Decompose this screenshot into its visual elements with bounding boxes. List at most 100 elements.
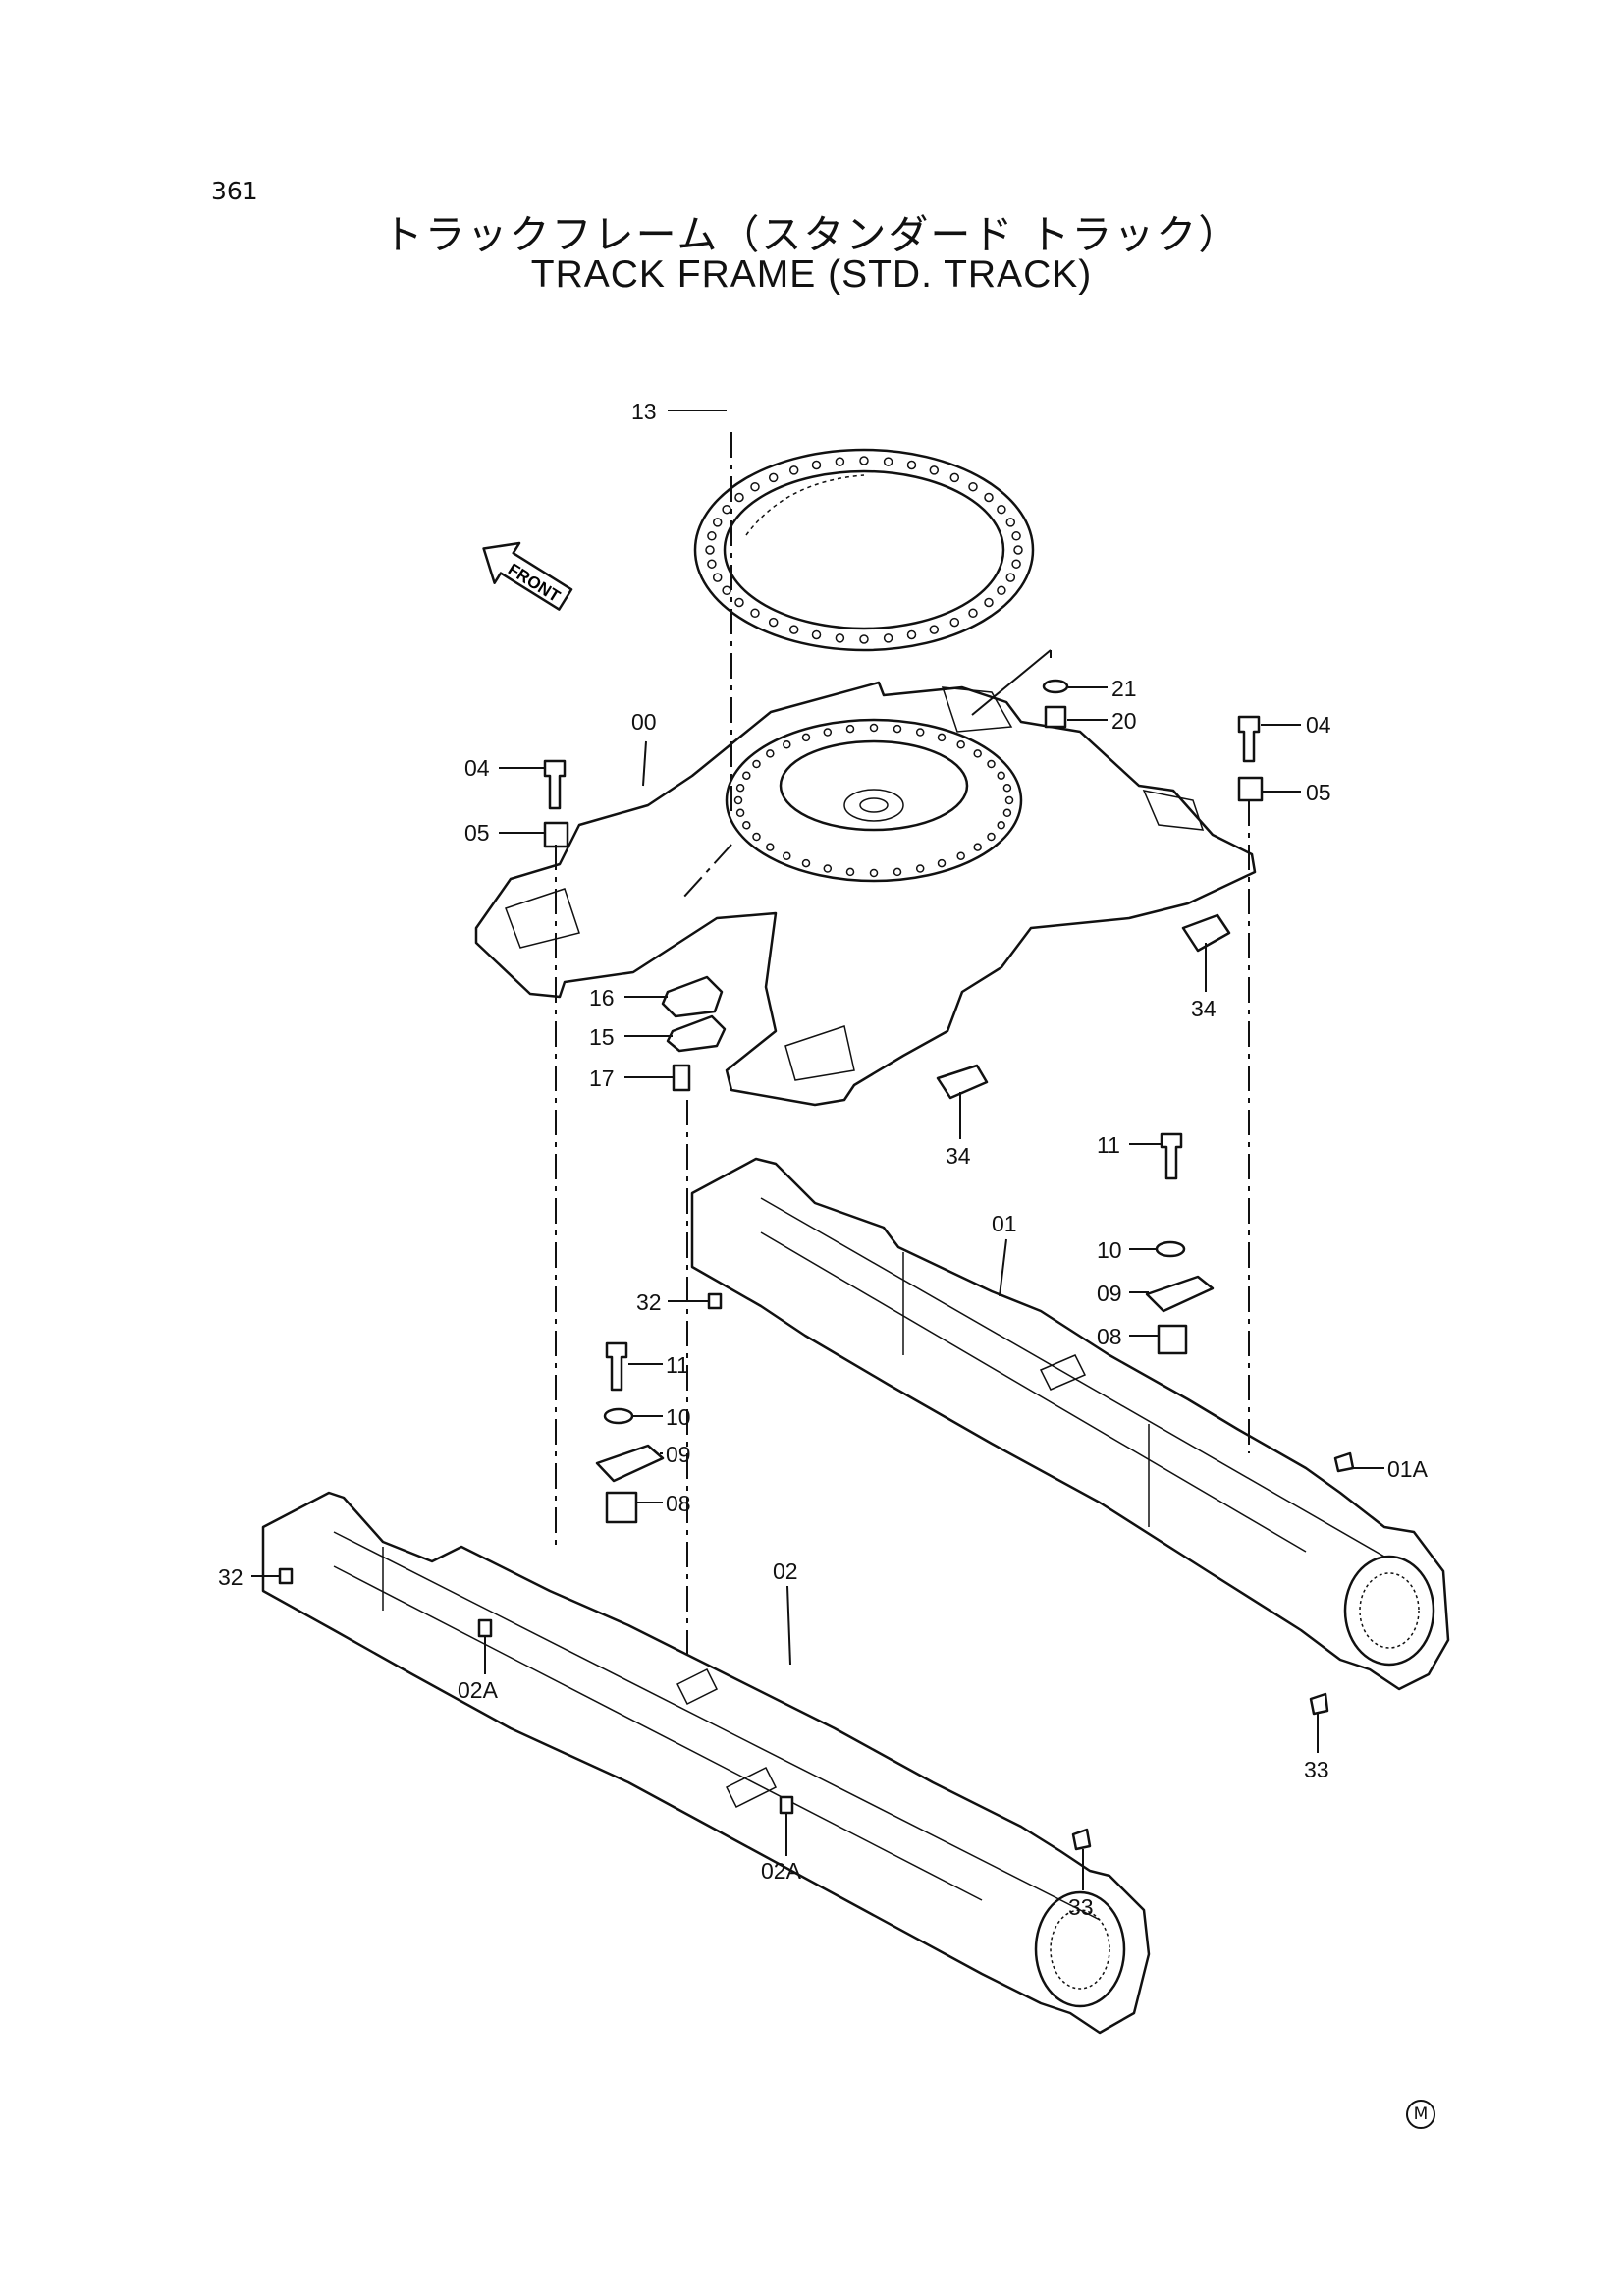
washer-21 — [1042, 679, 1069, 694]
label-09-right: 09 — [1097, 1281, 1122, 1306]
bolt-hole — [1002, 783, 1012, 793]
label-15: 15 — [589, 1024, 615, 1050]
bolt-hole — [883, 633, 893, 643]
leader-lines — [251, 410, 1384, 1890]
bolt-hole — [845, 724, 855, 734]
bolt-hole — [707, 559, 717, 569]
bolt-hole — [968, 608, 978, 619]
bolt-hole — [937, 858, 947, 868]
bolt-hole — [845, 867, 855, 877]
bolt-hole — [893, 867, 902, 877]
bolt-hole — [973, 749, 982, 758]
bolt-hole — [788, 465, 799, 475]
bolt-hole — [722, 585, 731, 596]
bolt-hole — [835, 457, 845, 466]
label-20: 20 — [1111, 708, 1137, 734]
bolt-hole — [1004, 795, 1014, 805]
bolt-hole — [752, 832, 761, 842]
bolt-hole — [768, 472, 779, 483]
bolt-hole — [929, 465, 940, 475]
bolt-20 — [1044, 705, 1067, 729]
bolt-hole — [1013, 545, 1023, 555]
bolt-hole — [712, 573, 723, 582]
bolt-hole — [997, 585, 1006, 596]
label-00: 00 — [631, 709, 657, 735]
bolt-hole — [766, 749, 775, 758]
bolt-hole — [1011, 531, 1021, 541]
frame-bolt-holes — [733, 723, 1014, 878]
bolt-hole — [712, 518, 723, 527]
plug-01A — [1333, 1451, 1355, 1473]
label-10-left: 10 — [666, 1404, 691, 1430]
left-side-frame — [261, 1491, 1151, 2035]
label-21: 21 — [1111, 676, 1137, 701]
bolt-hole — [768, 617, 779, 628]
spacer-05-left — [543, 821, 569, 848]
bolt-hole — [742, 821, 751, 830]
bushing-08-left — [605, 1491, 638, 1524]
bolt-hole — [801, 858, 811, 868]
upper-track-frame — [474, 681, 1257, 1107]
cover-15 — [666, 1014, 727, 1053]
bolt-04-right — [1237, 715, 1261, 763]
bolt-hole — [722, 504, 731, 515]
bolt-hole — [915, 864, 925, 873]
bolt-hole — [734, 492, 744, 503]
label-32-upper: 32 — [636, 1289, 662, 1315]
plug-32-upper — [707, 1292, 723, 1310]
bolt-hole — [734, 597, 744, 608]
bolt-hole — [937, 733, 947, 742]
bolt-hole — [949, 472, 960, 483]
bolt-hole — [1005, 573, 1016, 582]
pad-34-left — [936, 1064, 989, 1100]
label-02A-upper: 02A — [458, 1677, 499, 1703]
bolt-hole — [956, 740, 965, 749]
bolt-hole — [733, 795, 743, 805]
bolt-hole — [801, 733, 811, 742]
bolt-17 — [672, 1064, 691, 1092]
label-34-left: 34 — [946, 1143, 971, 1169]
bolt-hole — [968, 481, 978, 492]
bolt-hole — [949, 617, 960, 628]
bolt-hole — [987, 832, 996, 842]
title-japanese: トラックフレーム（スタンダード トラック） — [382, 211, 1241, 258]
label-17: 17 — [589, 1066, 615, 1091]
label-11-left: 11 — [666, 1352, 689, 1378]
bolt-hole — [788, 625, 799, 634]
bolt-hole — [997, 821, 1005, 830]
label-01: 01 — [992, 1211, 1017, 1236]
bolt-hole — [823, 864, 833, 873]
label-02: 02 — [773, 1558, 798, 1584]
label-09-left: 09 — [666, 1442, 691, 1467]
label-04-left: 04 — [464, 755, 490, 781]
label-13: 13 — [631, 399, 657, 424]
bolt-hole — [883, 457, 893, 466]
bolt-hole — [869, 723, 879, 733]
label-10-right: 10 — [1097, 1237, 1122, 1263]
label-05-left: 05 — [464, 820, 490, 846]
bolt-hole — [705, 545, 715, 555]
bolt-11-right — [1160, 1132, 1183, 1180]
bolt-hole — [906, 629, 917, 640]
right-side-frame — [690, 1157, 1450, 1691]
plate-09-right — [1145, 1275, 1215, 1313]
page-number: 361 — [211, 177, 258, 205]
bolt-hole — [752, 759, 761, 769]
plug-32-lower — [278, 1567, 294, 1585]
bolt-hole — [766, 843, 775, 851]
label-08-right: 08 — [1097, 1324, 1122, 1349]
pad-34-right — [1181, 913, 1231, 953]
spacer-05-right — [1237, 776, 1264, 802]
bolt-hole — [859, 634, 869, 644]
label-05-right: 05 — [1306, 780, 1331, 805]
bolt-hole — [893, 724, 902, 734]
front-direction-arrow: FRONT — [482, 541, 573, 611]
bolt-hole — [750, 481, 760, 492]
bolt-11-left — [605, 1341, 628, 1392]
bolt-hole — [835, 633, 845, 643]
label-34-right: 34 — [1191, 996, 1217, 1021]
bolt-hole — [750, 608, 760, 619]
bolt-hole — [1002, 808, 1012, 818]
bolt-hole — [735, 808, 745, 818]
bolt-hole — [997, 504, 1006, 515]
